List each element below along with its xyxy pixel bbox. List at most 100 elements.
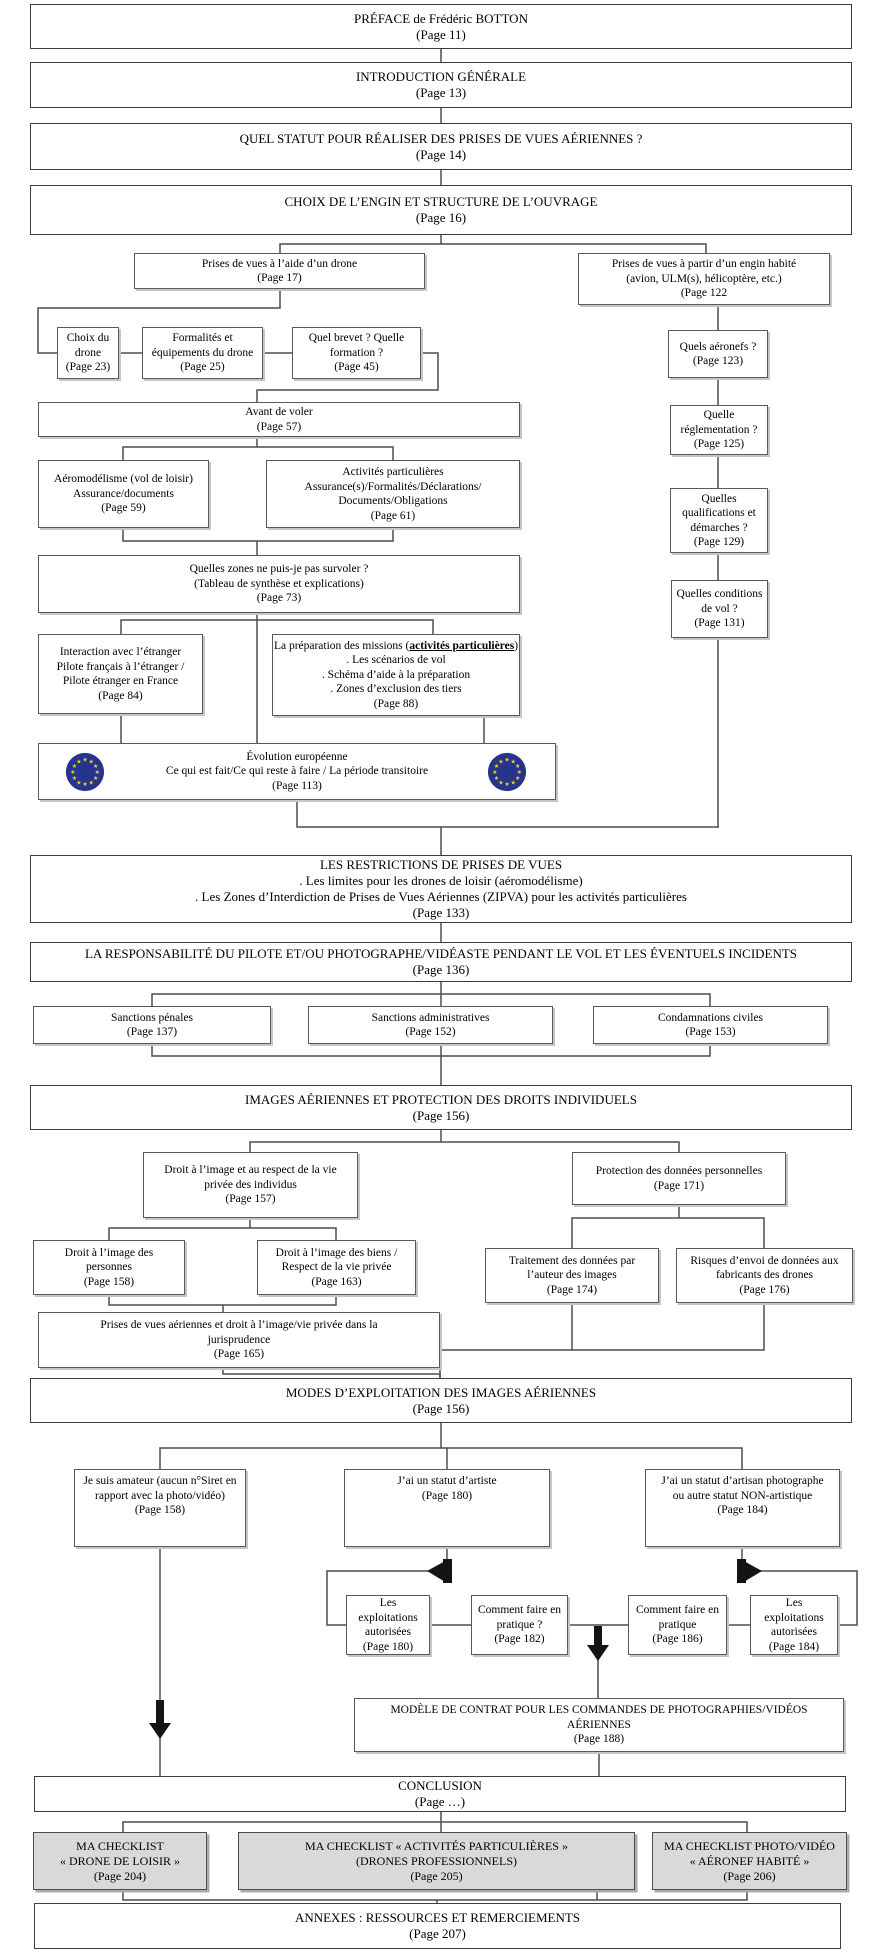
- text-line: Sanctions administratives: [371, 1011, 490, 1024]
- introduction-generale: INTRODUCTION GÉNÉRALE(Page 13): [30, 62, 852, 108]
- svg-text:★: ★: [88, 758, 93, 765]
- quels-aeronefs: Quels aéronefs ?(Page 123): [668, 330, 768, 378]
- text-line: formation ?: [329, 346, 384, 359]
- jurisprudence: Prises de vues aériennes et droit à l’im…: [38, 1312, 440, 1368]
- text-line: Évolution européenne: [246, 750, 348, 763]
- text-line: MA CHECKLIST PHOTO/VIDÉO: [664, 1838, 835, 1853]
- statut-artiste: J’ai un statut d’artiste (Page 180): [344, 1469, 550, 1547]
- svg-text:★: ★: [498, 780, 503, 787]
- text-line: LES RESTRICTIONS DE PRISES DE VUES: [319, 857, 563, 872]
- quelles-zones: Quelles zones ne puis-je pas survoler ?(…: [38, 555, 520, 613]
- text-line: Droit à l’image des: [64, 1246, 154, 1259]
- text-line: CHOIX DE L’ENGIN ET STRUCTURE DE L’OUVRA…: [284, 194, 598, 209]
- text-line: (Page 57): [256, 420, 302, 433]
- text-line: Documents/Obligations: [338, 495, 448, 507]
- svg-text:★: ★: [82, 757, 87, 764]
- text-line: « AÉRONEF HABITÉ »: [689, 1853, 810, 1868]
- text-line: Droit à l’image des biens /: [275, 1246, 398, 1259]
- text-line: Les: [785, 1597, 803, 1609]
- checklist-activites-particulieres: MA CHECKLIST « ACTIVITÉS PARTICULIÈRES »…: [238, 1832, 635, 1890]
- text-line: pratique: [658, 1618, 697, 1631]
- bent-left-arrow-stem: [443, 1559, 452, 1583]
- text-line: (Page 152): [405, 1026, 456, 1038]
- text-line: (Page 182): [494, 1633, 545, 1646]
- svg-text:★: ★: [517, 769, 522, 776]
- quel-statut: QUEL STATUT POUR RÉALISER DES PRISES DE …: [30, 123, 852, 170]
- text-line: autorisées: [771, 1626, 817, 1638]
- sanctions-administratives: Sanctions administratives (Page 152): [308, 1006, 553, 1044]
- text-line: Assurance(s)/Formalités/Déclarations/: [304, 480, 482, 493]
- svg-text:★: ★: [504, 757, 509, 764]
- condamnations-civiles: Condamnations civiles(Page 153): [593, 1006, 828, 1044]
- text-line: (Page 180): [421, 1489, 473, 1502]
- text-line: qualifications et: [682, 507, 756, 519]
- svg-text:★: ★: [88, 780, 93, 787]
- text-line: ou autre statut NON-artistique: [672, 1489, 813, 1502]
- evolution-europeenne: Évolution européenne Ce qui est fait/Ce q…: [38, 743, 556, 800]
- text-line: MA CHECKLIST: [76, 1838, 164, 1853]
- text-line: INTRODUCTION GÉNÉRALE: [355, 69, 527, 84]
- text-line: (Page 133): [412, 905, 470, 920]
- images-aeriennes-droits: IMAGES AÉRIENNES ET PROTECTION DES DROIT…: [30, 1085, 852, 1130]
- text-line: jurisprudence: [207, 1333, 271, 1346]
- text-line: . Les limites pour les drones de loisir …: [299, 873, 583, 888]
- text-line: (Page 125): [693, 438, 745, 451]
- svg-text:★: ★: [515, 763, 520, 770]
- text-line: Prises de vues à partir d’un engin habit…: [611, 258, 797, 271]
- text-line: (Page 113): [272, 779, 322, 792]
- text-line: Prises de vues à l’aide d’un drone: [201, 257, 358, 270]
- text-line: Activités particulières: [342, 466, 444, 478]
- text-line: Droit à l’image et au respect de la vie: [164, 1164, 337, 1177]
- droit-image-biens: Droit à l’image des biens /Respect de la…: [257, 1240, 416, 1295]
- text-line: AÉRIENNES: [567, 1718, 631, 1731]
- text-line: (Page 136): [412, 962, 470, 977]
- text-line: . Schéma d’aide à la préparation: [321, 668, 471, 681]
- text-line: IMAGES AÉRIENNES ET PROTECTION DES DROIT…: [245, 1091, 637, 1107]
- text-line: CONCLUSION: [398, 1778, 482, 1793]
- text-line: QUEL STATUT POUR RÉALISER DES PRISES DE …: [239, 130, 643, 146]
- svg-text:★: ★: [498, 758, 503, 765]
- text-line: (Tableau de synthèse et explications): [194, 577, 364, 590]
- text-line: J’ai un statut d’artiste: [397, 1475, 497, 1487]
- text-line: Condamnations civiles: [657, 1011, 764, 1024]
- text-line: MA CHECKLIST « ACTIVITÉS PARTICULIÈRES »: [305, 1838, 568, 1853]
- text-line: (Page 206): [723, 1868, 776, 1883]
- text-line: Pilote français à l’étranger /: [56, 660, 185, 673]
- modele-contrat: MODÈLE DE CONTRAT POUR LES COMMANDES DE …: [354, 1698, 844, 1752]
- text-line: MODES D’EXPLOITATION DES IMAGES AÉRIENNE…: [285, 1384, 597, 1400]
- sanctions-penales: Sanctions pénales(Page 137): [33, 1006, 271, 1044]
- text-line: (Page 13): [415, 85, 467, 100]
- text-line: (Page 157): [225, 1193, 276, 1206]
- svg-text:★: ★: [494, 763, 499, 770]
- text-line: (Page 184): [717, 1504, 768, 1516]
- checklist-photo-video: MA CHECKLIST PHOTO/VIDÉO« AÉRONEF HABITÉ…: [652, 1832, 847, 1890]
- svg-text:★: ★: [76, 758, 81, 765]
- text-line: Ce qui est fait/Ce qui reste à faire / L…: [165, 765, 429, 778]
- text-line: (Page 174): [546, 1283, 598, 1296]
- text-line: Quel brevet ? Quelle: [308, 332, 405, 345]
- text-line: (Page 61): [370, 509, 416, 522]
- text-line: exploitations: [358, 1611, 418, 1624]
- text-line: (Page 176): [739, 1283, 790, 1296]
- text-line: Protection des données personnelles: [595, 1165, 763, 1177]
- text-line: Comment faire en: [477, 1604, 562, 1617]
- text-line: Choix du: [66, 332, 110, 345]
- text-line: (Page …): [414, 1794, 466, 1809]
- text-line: Je suis amateur (aucun n°Siret en: [83, 1475, 237, 1487]
- text-line: La préparation des missions (activités p…: [273, 639, 519, 652]
- text-line: personnes: [86, 1261, 132, 1274]
- text-line: (Page 73): [256, 592, 302, 605]
- text-line: (Page 23): [65, 361, 111, 374]
- text-line: Quelles conditions: [676, 588, 763, 601]
- text-line: privée des individus: [204, 1178, 297, 1191]
- text-line: Quels aéronefs ?: [679, 340, 757, 353]
- responsabilite-pilote: LA RESPONSABILITÉ DU PILOTE ET/OU PHOTOG…: [30, 942, 852, 982]
- text-line: MODÈLE DE CONTRAT POUR LES COMMANDES DE …: [390, 1704, 808, 1717]
- text-line: Risques d’envoi de données aux: [690, 1254, 839, 1267]
- preface: PRÉFACE de Frédéric BOTTON(Page 11): [30, 4, 852, 49]
- svg-text:★: ★: [72, 763, 77, 770]
